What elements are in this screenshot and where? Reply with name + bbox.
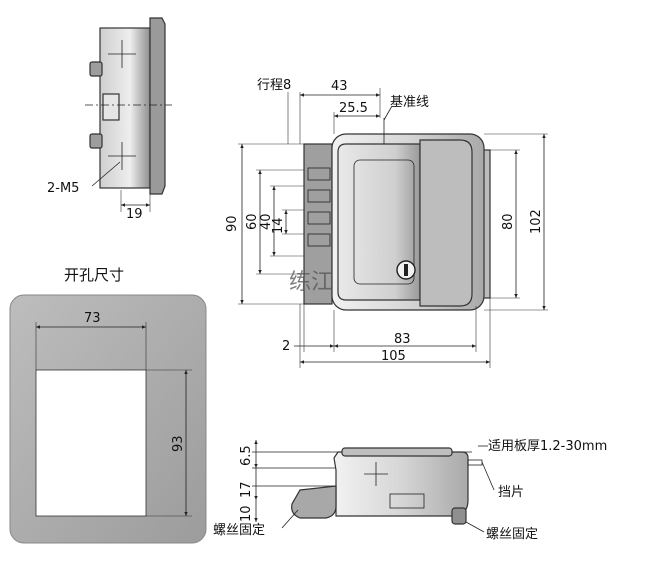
dim-90: 90 (225, 215, 240, 232)
dim-80: 80 (501, 213, 516, 230)
reference-line-label: 基准线 (390, 95, 429, 110)
dim-105: 105 (381, 349, 406, 364)
dim-25-5: 25.5 (339, 101, 368, 116)
cutout-opening (35, 369, 147, 517)
bottom-view-stopper (467, 459, 483, 466)
bottom-view-cap (341, 447, 453, 457)
side-view-flange (149, 17, 166, 195)
screw-left-leader (281, 509, 299, 529)
bottom-view: 6.5 17 10 适用板厚1.2-30mm 挡片 螺丝固定 螺丝固定 (213, 439, 607, 542)
bottom-view-body (333, 451, 469, 517)
side-view-pin-bottom (89, 133, 103, 149)
side-view-pin-top (89, 61, 103, 77)
side-view-latch (102, 93, 120, 121)
cutout-dim-width: 73 (84, 311, 101, 326)
watermark: 练江 (289, 270, 333, 295)
cutout-dim-height: 93 (171, 435, 186, 452)
side-view: 2-M5 19 (47, 17, 172, 222)
side-view-leader-m5 (91, 161, 121, 187)
front-view-slots (307, 167, 331, 247)
side-view-dim-19: 19 (126, 207, 143, 222)
bottom-view-latch-arm (291, 485, 337, 519)
dim-2: 2 (282, 339, 290, 354)
reference-leader (383, 105, 393, 121)
bottom-view-screw-boss (451, 507, 467, 525)
front-view-handle-right (419, 139, 473, 307)
dim-83: 83 (394, 332, 411, 347)
side-view-thread-label: 2-M5 (47, 181, 79, 196)
screw-fix-label-left: 螺丝固定 (213, 523, 265, 538)
screw-right-leader (465, 521, 485, 533)
front-view-handle (337, 143, 421, 301)
stopper-leader (481, 461, 495, 491)
front-view: 基准线 行程8 43 25.5 90 60 40 14 80 (225, 78, 548, 368)
dim-102: 102 (529, 209, 544, 234)
stopper-label: 挡片 (498, 485, 524, 500)
front-view-handle-grip (353, 159, 415, 285)
cutout-view: 开孔尺寸 73 93 (9, 266, 207, 544)
stroke-label: 行程8 (257, 78, 291, 93)
bottom-view-latch-slot (389, 493, 425, 509)
dim-60: 60 (245, 213, 260, 230)
cutout-title: 开孔尺寸 (64, 266, 124, 284)
dim-40: 40 (259, 213, 274, 230)
dim-14: 14 (271, 217, 286, 234)
dim-43: 43 (331, 79, 348, 94)
key-slot-icon (404, 264, 408, 276)
dim-17: 17 (239, 481, 254, 498)
panel-thickness-label: 适用板厚1.2-30mm (488, 439, 607, 454)
dim-10: 10 (239, 505, 254, 522)
dim-6-5: 6.5 (239, 445, 254, 466)
screw-fix-label-right: 螺丝固定 (486, 527, 538, 542)
